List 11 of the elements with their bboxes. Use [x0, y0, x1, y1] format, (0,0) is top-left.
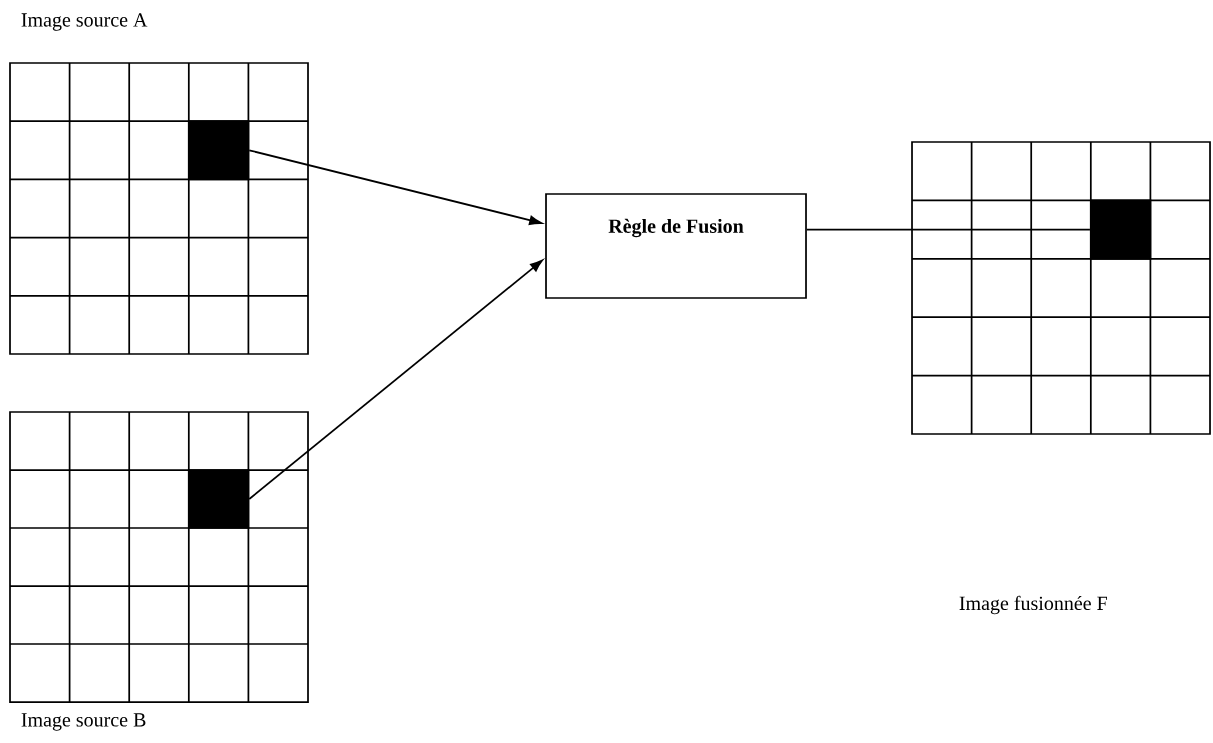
grid-caption: Image source B — [21, 713, 146, 731]
grid-caption: Image source A — [21, 13, 148, 31]
process-box: Règle de Fusion — [545, 193, 807, 299]
pixel-square — [187, 120, 250, 181]
connector-line — [806, 228, 1091, 231]
pixel-grid — [911, 141, 1211, 435]
arrow — [248, 149, 543, 225]
arrow — [248, 259, 543, 500]
pixel-square — [1089, 199, 1152, 260]
pixel-square — [187, 469, 250, 529]
image-caption: Image fusionnée F — [959, 595, 1107, 615]
